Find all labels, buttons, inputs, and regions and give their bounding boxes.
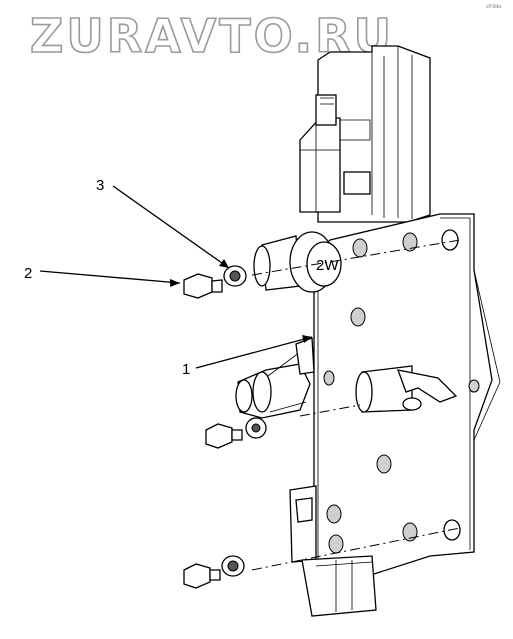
corner-mark: cP.0da [486, 4, 501, 10]
lower-bolt-washer [183, 555, 245, 589]
lower-connector [289, 485, 377, 617]
switch-mark: 2W [316, 257, 339, 274]
arrowhead-2 [170, 279, 180, 287]
middle-bolt-washer [205, 417, 267, 449]
callout-leaders [39, 185, 313, 369]
leader-3 [112, 185, 230, 269]
callout-label-1: 1 [182, 361, 190, 378]
callout-label-2: 2 [24, 265, 32, 282]
arrowhead-1 [302, 335, 312, 343]
leader-1 [195, 336, 313, 369]
rotary-switch: 2W [253, 231, 342, 293]
centerline-bottom [251, 527, 461, 571]
connector-housing [299, 45, 431, 223]
leader-2 [39, 270, 181, 284]
centerline-top [251, 239, 461, 276]
shaft-lever-assembly [235, 337, 480, 419]
arrowhead-3 [219, 259, 229, 268]
upper-bolt-washer [183, 265, 247, 299]
callout-label-3: 3 [96, 177, 104, 194]
watermark-text: ZURAVTO.RU [30, 9, 394, 63]
